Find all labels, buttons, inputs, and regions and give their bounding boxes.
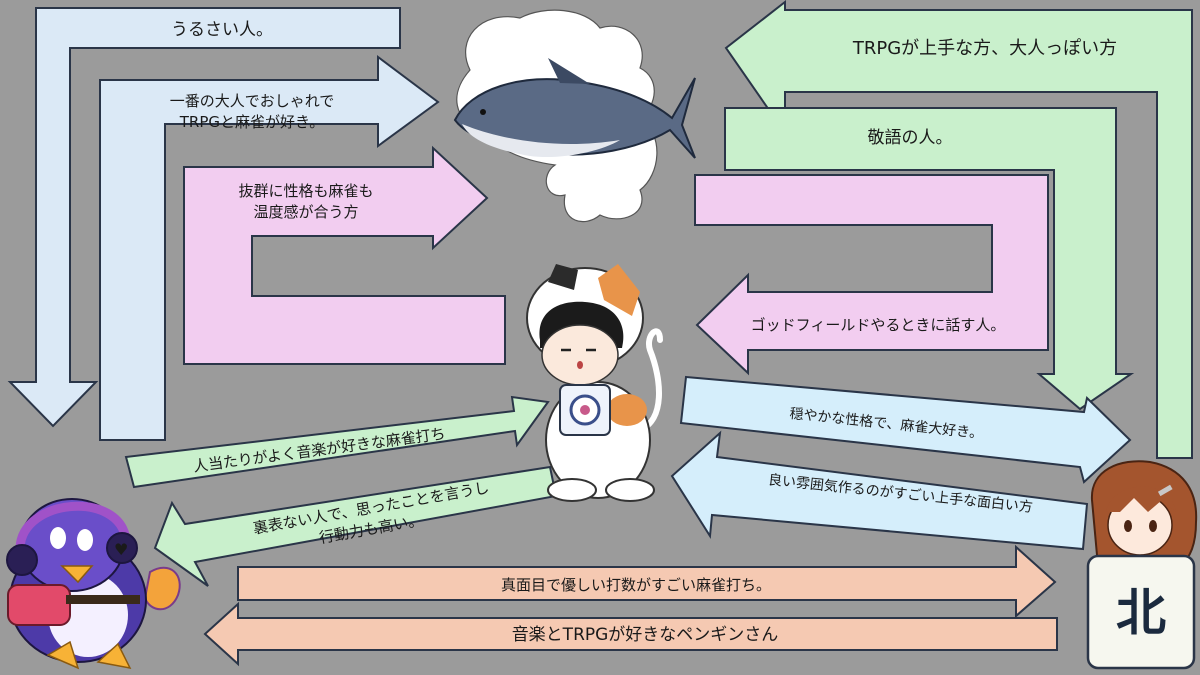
- penguin-headphone-left: [6, 544, 38, 576]
- arrow-trpg-skilled-adult: [724, 0, 1193, 459]
- penguin-eye-left: [50, 527, 66, 549]
- girl-eye-right: [1149, 520, 1157, 532]
- penguin-guitar: [7, 584, 71, 626]
- arrow-music-trpg-penguin: [203, 601, 1058, 667]
- arrow-most-adult-stylish: [99, 55, 440, 441]
- label-godfield-chat: ゴッドフィールドやるときに話す人。: [751, 316, 1006, 334]
- penguin-guitar-neck: [66, 595, 140, 604]
- label-most-adult-line2: TRPGと麻雀が好き。: [179, 113, 325, 131]
- tuna-eye: [480, 109, 486, 115]
- label-most-adult-line1: 一番の大人でおしゃれで: [170, 92, 335, 110]
- north-mahjong-tile: [1086, 554, 1196, 670]
- penguin-headphone-band: [15, 501, 131, 549]
- girl-bangs: [1106, 486, 1176, 512]
- tuna-dorsal-fin: [548, 58, 590, 84]
- tuna-character: [453, 9, 696, 223]
- cat-foot-left: [547, 478, 597, 502]
- arrow-loud-person: [7, 7, 401, 428]
- cat-body-patch: [607, 394, 647, 426]
- label-best-personality-line2: 温度感が合う方: [253, 203, 358, 221]
- penguin-heart-icon: ♥: [114, 540, 128, 559]
- penguin-character: ♥: [6, 498, 181, 670]
- cat-face: [541, 324, 619, 386]
- arrow-godfield-chat: [694, 174, 1049, 376]
- arrow-serious-kind-mahjong: [237, 544, 1057, 619]
- label-best-personality-line1: 抜群に性格も麻雀も: [238, 182, 373, 200]
- arrow-calm-loves-mahjong: [679, 375, 1132, 484]
- cat-character: [526, 264, 663, 502]
- label-trpg-skilled: TRPGが上手な方、大人っぽい方: [852, 38, 1117, 59]
- cat-mouth: [577, 361, 583, 369]
- cat-hood-orange-patch: [598, 264, 640, 316]
- arrow-best-personality-mahjong: [183, 145, 506, 365]
- arrow-friendly-music-mahjong: [124, 395, 550, 489]
- penguin-eye-right: [77, 529, 93, 551]
- arrow-great-atmosphere-maker: [670, 430, 1089, 551]
- cat-tail: [637, 328, 663, 433]
- label-music-trpg-penguin: 音楽とTRPGが好きなペンギンさん: [512, 625, 779, 645]
- penguin-foot-left: [46, 640, 80, 670]
- label-polite-speech: 敬語の人。: [868, 128, 953, 148]
- penguin-foot-right: [96, 642, 132, 670]
- penguin-headphone-right: [106, 532, 138, 564]
- arrow-polite-speech: [724, 107, 1135, 411]
- label-loud-person: うるさい人。: [171, 20, 273, 40]
- tuna-belly: [462, 124, 620, 158]
- cat-tile-emblem-center: [580, 405, 590, 415]
- girl-eye-left: [1124, 520, 1132, 532]
- arrow-no-two-faces: [153, 465, 558, 587]
- cat-hood-black-patch: [548, 264, 578, 290]
- label-serious-kind: 真面目で優しい打数がすごい麻雀打ち。: [501, 576, 771, 594]
- girl-character: 北: [1086, 460, 1198, 670]
- cat-foot-right: [605, 478, 655, 502]
- penguin-beak: [60, 565, 94, 584]
- girl-hair-clip: [1157, 484, 1173, 497]
- penguin-tail-wing: [143, 566, 181, 611]
- north-tile-glyph: 北: [1116, 584, 1166, 642]
